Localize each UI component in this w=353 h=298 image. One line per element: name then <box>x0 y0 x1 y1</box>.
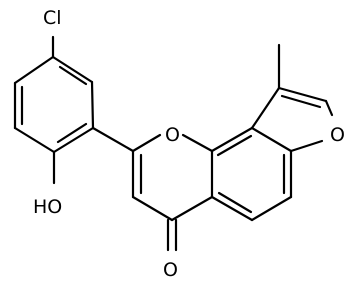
bond <box>13 55 55 85</box>
bond <box>58 65 88 86</box>
bond <box>91 126 135 153</box>
bond <box>52 126 95 154</box>
bond <box>131 133 162 153</box>
bonds <box>13 35 334 252</box>
bond <box>210 126 254 153</box>
bond <box>210 195 254 222</box>
bond <box>280 94 322 109</box>
bond <box>13 126 56 154</box>
bond <box>250 126 293 153</box>
bond <box>250 195 293 222</box>
bond <box>277 86 328 103</box>
atom-labels: Cl HO O O O <box>33 7 345 281</box>
chlorine-label: Cl <box>43 7 62 29</box>
bond <box>90 80 95 130</box>
hydroxyl-label: HO <box>33 196 62 218</box>
bond <box>51 55 94 84</box>
bond <box>216 134 253 157</box>
bond <box>217 191 253 214</box>
carbonyl-oxygen-label: O <box>163 259 178 281</box>
bond <box>324 99 334 117</box>
bond <box>170 195 214 222</box>
bond <box>250 86 281 130</box>
bond <box>181 133 214 153</box>
bond <box>131 195 174 222</box>
furan-oxygen-label: O <box>330 124 345 146</box>
bond <box>56 122 88 144</box>
pyran-oxygen-label: O <box>165 124 180 146</box>
bond <box>289 139 324 153</box>
